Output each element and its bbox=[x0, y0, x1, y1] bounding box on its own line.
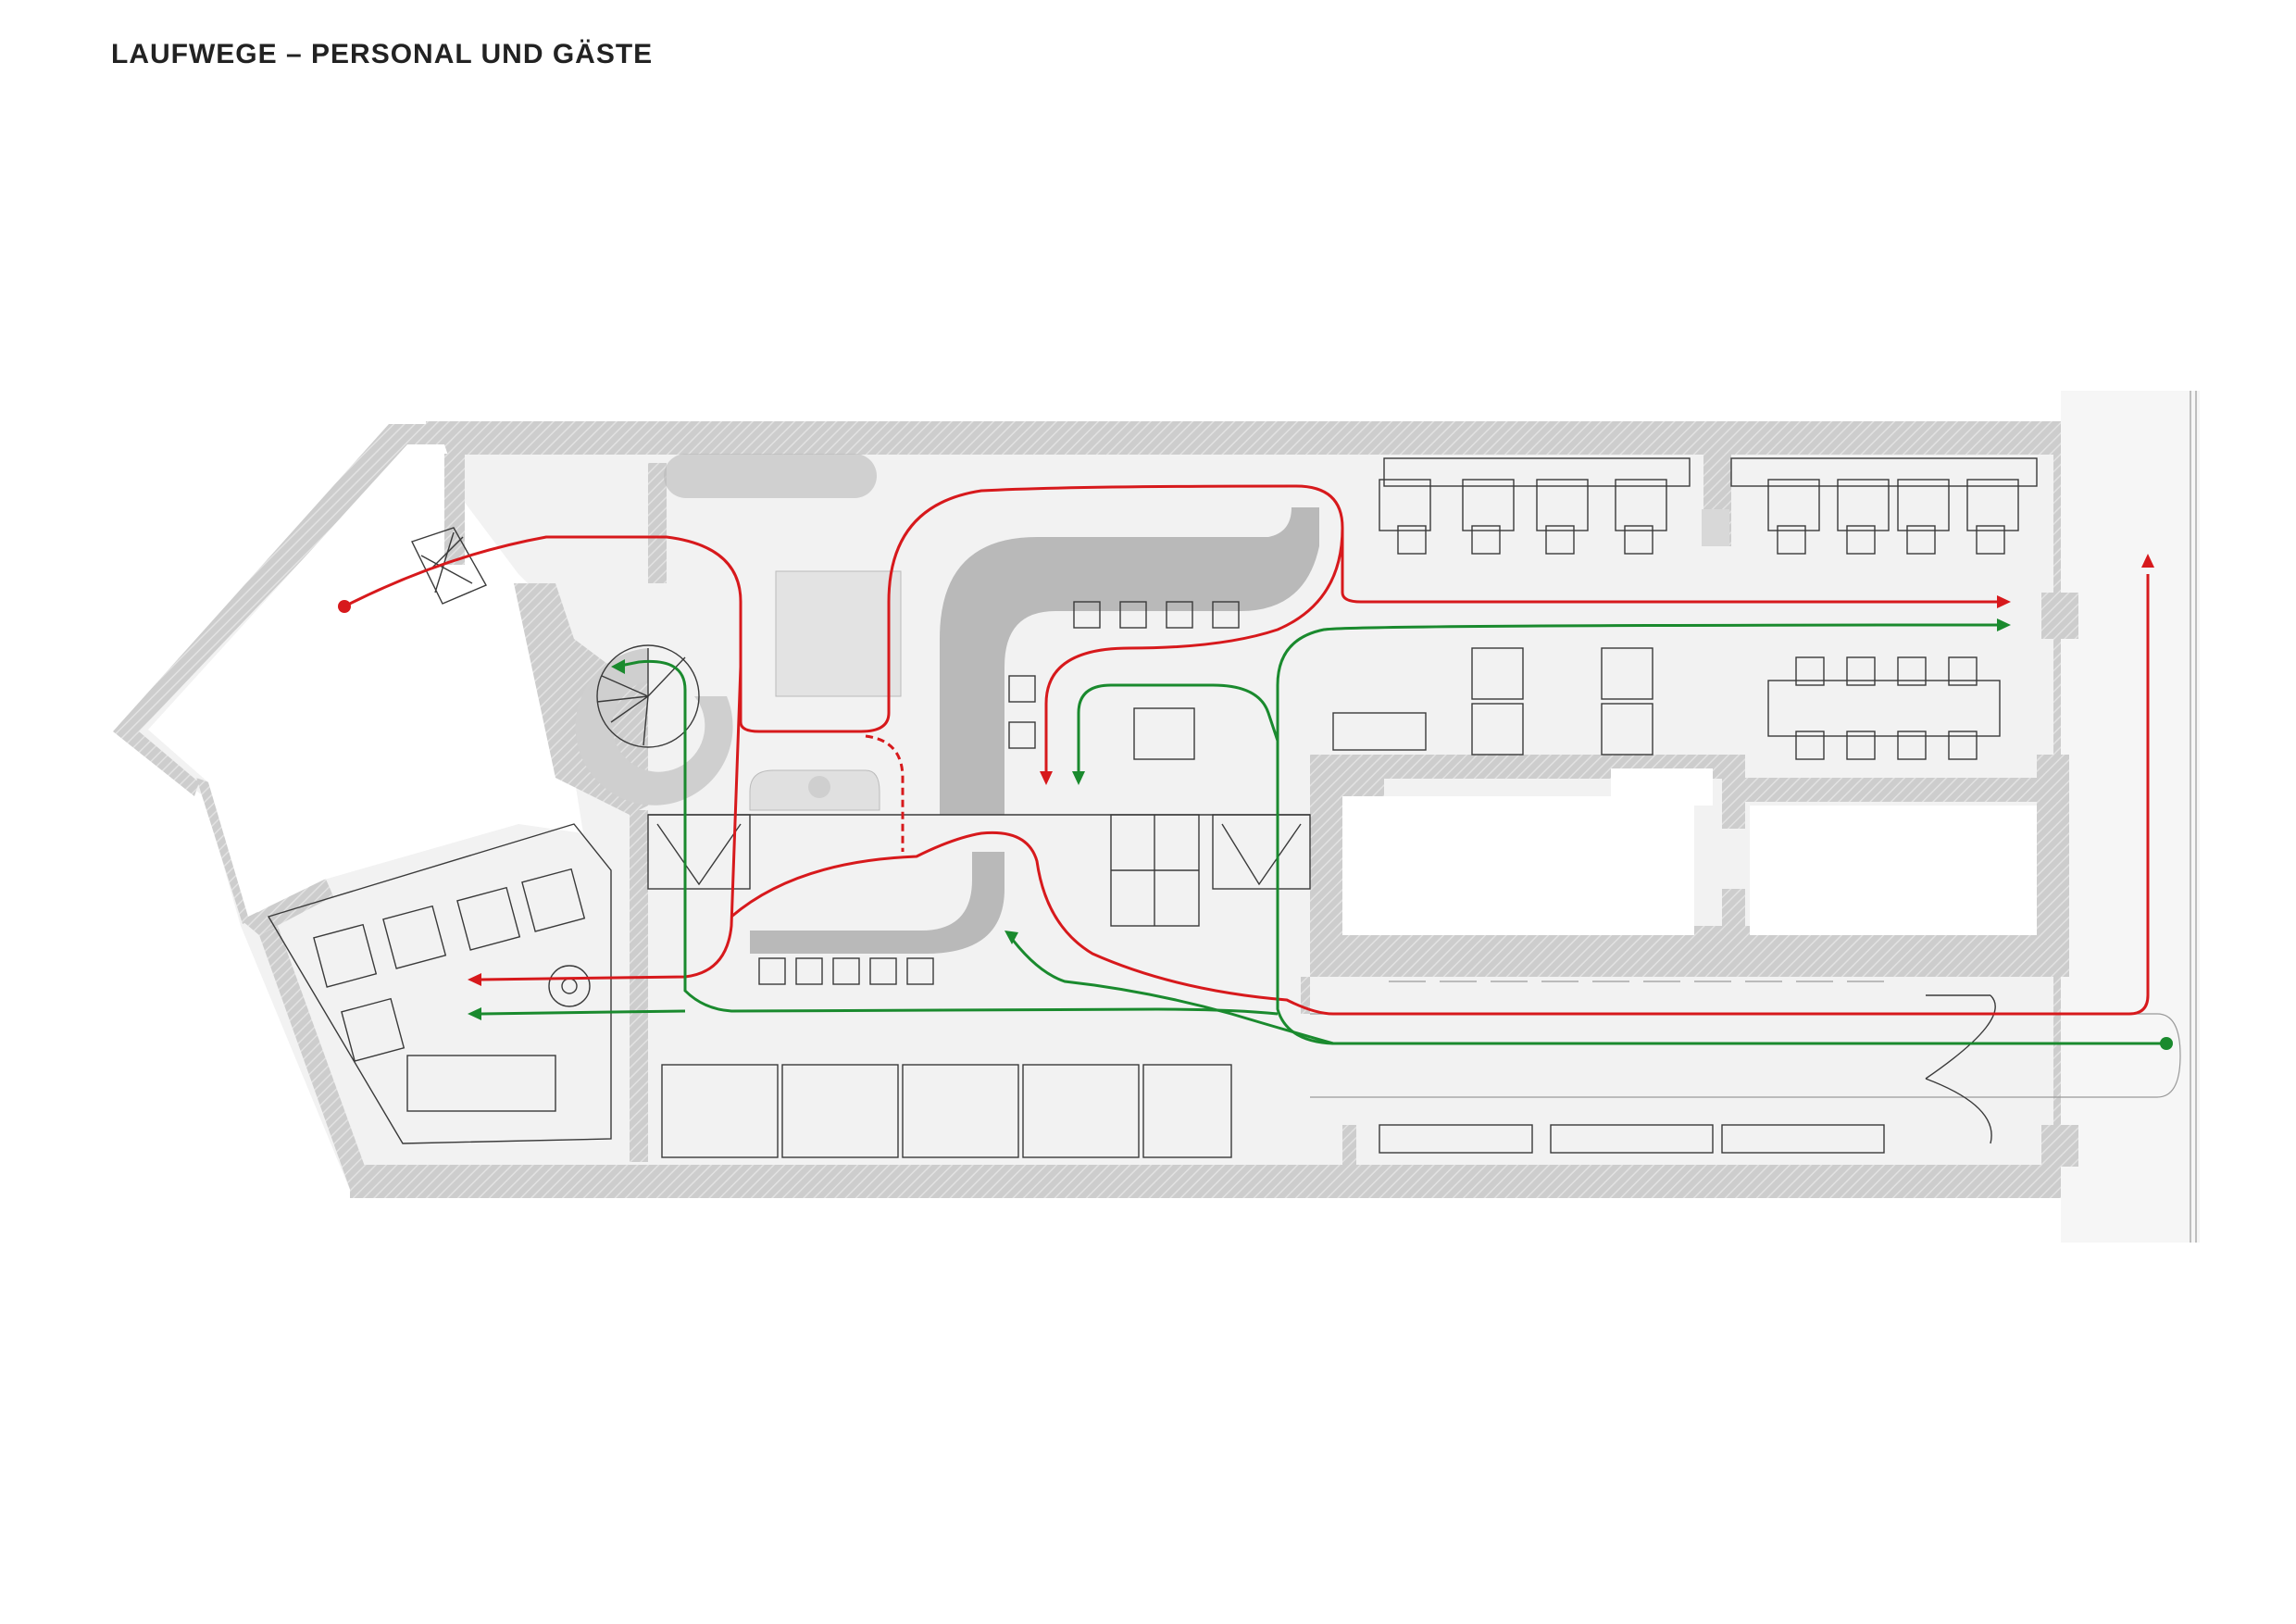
entrance bbox=[1310, 981, 2181, 1144]
staff-routes bbox=[338, 484, 2154, 1016]
bar-counters bbox=[664, 454, 1319, 954]
tables-south bbox=[661, 1064, 1885, 1158]
arrowhead bbox=[1004, 931, 1018, 944]
street-strip bbox=[2061, 391, 2200, 1243]
arrowhead bbox=[611, 659, 625, 674]
arrowhead bbox=[468, 973, 481, 986]
stairs-nw bbox=[411, 527, 487, 605]
arrowhead bbox=[1040, 771, 1053, 785]
courtyard bbox=[148, 444, 583, 917]
arrowhead bbox=[1997, 595, 2011, 608]
stairs-middle bbox=[647, 814, 1311, 890]
spiral-stair bbox=[575, 644, 733, 806]
lounge-sw bbox=[267, 823, 612, 1144]
tables-middle bbox=[1110, 647, 2001, 927]
arrowhead bbox=[1997, 618, 2011, 631]
arrowhead bbox=[2141, 554, 2154, 568]
bar-stools bbox=[758, 601, 1240, 985]
guest-routes bbox=[468, 618, 2173, 1050]
page-title: LAUFWEGE – PERSONAL UND GÄSTE bbox=[111, 39, 654, 69]
tables-north bbox=[1379, 457, 2038, 555]
arrowhead bbox=[468, 1007, 481, 1020]
arrowhead bbox=[1072, 771, 1085, 785]
